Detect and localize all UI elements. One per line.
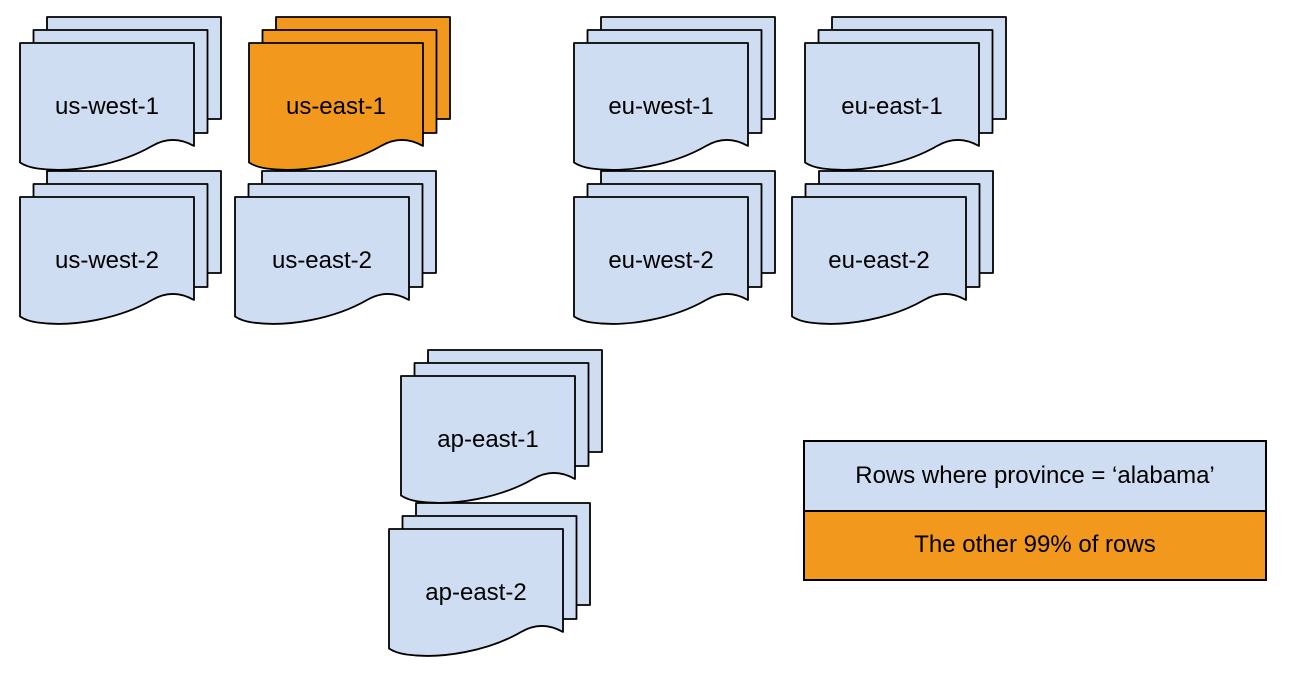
region-label: eu-west-1 [608,92,714,120]
multi-document-icon [573,16,776,171]
document-shapes [804,16,1007,171]
stack-eu-east-2: eu-east-2 [791,170,995,326]
region-label: us-west-2 [54,246,160,274]
document-shapes [19,16,222,171]
region-label: eu-east-1 [841,92,943,120]
stack-us-east-1: us-east-1 [248,16,452,172]
legend-item-alabama-rows: Rows where province = ‘alabama’ [805,442,1265,512]
legend-label: The other 99% of rows [914,531,1156,559]
multi-document-icon [19,170,222,325]
stack-eu-west-1: eu-west-1 [573,16,777,172]
stack-eu-west-2: eu-west-2 [573,170,777,326]
document-shapes [248,16,451,171]
region-label: eu-west-2 [608,246,714,274]
multi-document-icon [234,170,437,325]
legend-item-other-rows: The other 99% of rows [805,511,1265,579]
multi-document-icon [19,16,222,171]
stack-us-east-2: us-east-2 [234,170,438,326]
region-label: us-east-1 [285,92,387,120]
stack-eu-east-1: eu-east-1 [804,16,1008,172]
region-label: us-west-1 [54,92,160,120]
stack-ap-east-1: ap-east-1 [400,349,604,505]
document-shapes [400,349,603,504]
document-shapes [791,170,994,325]
multi-document-icon [573,170,776,325]
region-label: eu-east-2 [828,246,930,274]
multi-document-icon [400,349,603,504]
multi-document-icon [248,16,451,171]
legend-label: Rows where province = ‘alabama’ [855,461,1215,489]
multi-document-icon [791,170,994,325]
stack-us-west-1: us-west-1 [19,16,223,172]
legend: Rows where province = ‘alabama’ The othe… [803,440,1267,581]
multi-document-icon [804,16,1007,171]
document-shapes [19,170,222,325]
region-label: ap-east-1 [437,425,539,453]
region-label: ap-east-2 [425,578,527,606]
document-shapes [234,170,437,325]
multi-document-icon [388,502,591,657]
document-shapes [573,170,776,325]
region-label: us-east-2 [271,246,373,274]
stack-ap-east-2: ap-east-2 [388,502,592,658]
document-shapes [573,16,776,171]
stack-us-west-2: us-west-2 [19,170,223,326]
document-shapes [388,502,591,657]
